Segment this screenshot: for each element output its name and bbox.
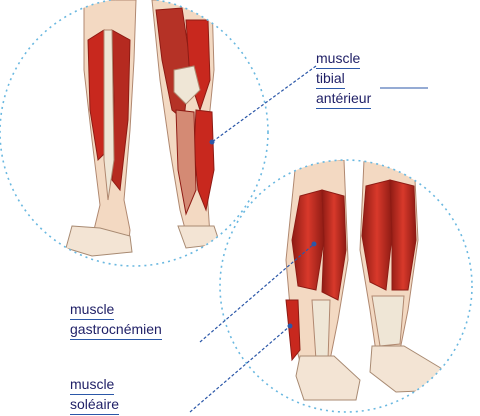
tibial-label-line2: tibial xyxy=(316,69,345,89)
soleaire-label-line1: muscle xyxy=(70,375,114,395)
tibial-label-line3: antérieur xyxy=(316,89,371,109)
soleaire-leader-line xyxy=(190,326,290,412)
tibial-label: muscle tibial antérieur xyxy=(316,49,371,109)
soleaire-label-line2: soléaire xyxy=(70,395,119,415)
gastrocnemien-marker-dot xyxy=(312,242,317,247)
tibial-label-line1: muscle xyxy=(316,49,360,69)
gastrocnemien-label-line2: gastrocnémien xyxy=(70,320,162,340)
soleaire-label: muscle soléaire xyxy=(70,375,119,415)
gastrocnemien-label-line1: muscle xyxy=(70,300,114,320)
back-legs-illustration xyxy=(286,160,446,400)
tibial-leader-line xyxy=(212,66,316,142)
gastrocnemien-label: muscle gastrocnémien xyxy=(70,300,162,340)
tibial-marker-dot xyxy=(210,140,215,145)
front-legs-illustration xyxy=(66,0,220,256)
soleaire-marker-dot xyxy=(288,324,293,329)
